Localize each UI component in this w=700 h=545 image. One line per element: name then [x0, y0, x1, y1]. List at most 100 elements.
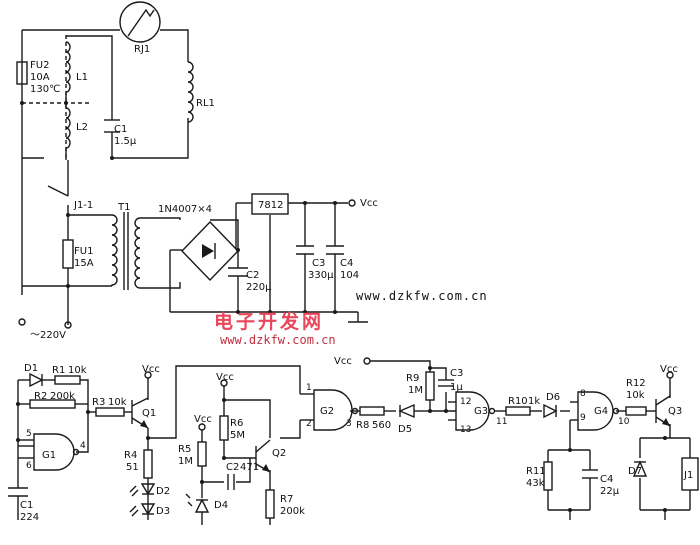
label-c1-bottom: C1 — [20, 500, 33, 511]
label-pin4: 4 — [80, 441, 86, 451]
capacitor-c1-top-icon — [104, 119, 120, 133]
label-r1-value: 10k — [68, 365, 87, 376]
label-pin2: 2 — [306, 419, 312, 429]
vcc-q3-terminal-icon — [666, 371, 674, 379]
label-c2-value: 220μ — [246, 282, 272, 293]
label-vcc-q3: Vcc — [660, 364, 678, 375]
vcc-r6-terminal-icon — [220, 379, 228, 387]
label-q3: Q3 — [668, 406, 682, 417]
label-vcc-r5: Vcc — [194, 414, 212, 425]
resistor-r7-icon — [265, 489, 275, 519]
label-rl1: RL1 — [196, 98, 215, 109]
label-vcc-mid: Vcc — [334, 356, 352, 367]
resistor-r8-icon — [359, 406, 385, 416]
fuse-fu2-icon — [16, 61, 28, 85]
label-r4: R4 — [124, 450, 137, 461]
capacitor-c2-bottom-icon — [227, 474, 235, 490]
label-rj1: RJ1 — [134, 44, 150, 55]
watermark: 电子开发网 www.dzkfw.com.cn — [214, 310, 336, 347]
label-fu2: FU2 — [30, 60, 49, 71]
label-vcc-top: Vcc — [360, 198, 378, 209]
label-c4: C4 — [340, 258, 353, 269]
resistor-r10-icon — [505, 406, 531, 416]
nand-gate-g4-icon — [577, 391, 614, 431]
nand-gate-g3-icon — [455, 391, 490, 431]
diode-d1-icon — [29, 372, 44, 388]
label-c1-top: C1 — [114, 124, 127, 135]
label-r7-value: 200k — [280, 506, 305, 517]
label-bridge: 1N4007×4 — [158, 204, 212, 215]
label-r10: R10 — [508, 396, 528, 407]
label-g4: G4 — [594, 406, 608, 417]
label-r12-value: 10k — [626, 390, 645, 401]
label-c3-bottom-value: 1μ — [450, 382, 463, 393]
vcc-q1-terminal-icon — [144, 371, 152, 379]
label-vcc-q1: Vcc — [142, 364, 160, 375]
label-c3-bottom: C3 — [450, 368, 463, 379]
label-c4-value: 104 — [340, 270, 359, 281]
label-pin8: 8 — [580, 389, 586, 399]
label-pin11: 11 — [496, 417, 507, 427]
label-r8: R8 — [356, 420, 369, 431]
label-vcc-r6: Vcc — [216, 372, 234, 383]
label-fu1: FU1 — [74, 246, 93, 257]
label-d6: D6 — [546, 392, 560, 403]
label-g3: G3 — [474, 406, 488, 417]
label-c2-bottom: C2 — [226, 462, 239, 473]
coil-rl1-icon — [187, 61, 194, 123]
capacitor-c4-icon — [326, 245, 344, 255]
label-r3: R3 — [92, 397, 105, 408]
label-d2: D2 — [156, 486, 170, 497]
label-r11-value: 43k — [526, 478, 545, 489]
coil-l1-l2-icon — [65, 41, 71, 160]
regulator-7812-icon — [251, 193, 289, 215]
label-d5: D5 — [398, 424, 412, 435]
diode-d5-icon — [398, 403, 415, 419]
resistor-r12-icon — [625, 406, 647, 416]
label-r7: R7 — [280, 494, 293, 505]
resistor-r1-icon — [54, 375, 81, 385]
label-c4-bottom-value: 22μ — [600, 486, 620, 497]
label-l2: L2 — [76, 122, 88, 133]
component-labels: RJ1 RL1 FU2 10A 130℃ L1 L2 C1 1.5μ J1-1 … — [20, 44, 693, 523]
top-wiring — [21, 29, 368, 325]
label-c1-top-value: 1.5μ — [114, 136, 137, 147]
capacitor-c3-icon — [296, 245, 314, 255]
label-t1: T1 — [117, 202, 130, 213]
label-r2-value: 200k — [50, 391, 75, 402]
led-d3-icon — [129, 503, 156, 517]
label-pin12: 12 — [460, 397, 471, 407]
label-pin9: 9 — [580, 413, 586, 423]
label-r5: R5 — [178, 444, 191, 455]
label-r8-value: 560 — [372, 420, 391, 431]
label-q1: Q1 — [142, 408, 156, 419]
label-r6: R6 — [230, 418, 243, 429]
thermistor-rj1-icon — [119, 1, 161, 43]
led-d2-icon — [129, 483, 156, 497]
label-r9: R9 — [406, 373, 419, 384]
label-r9-value: 1M — [408, 385, 423, 396]
label-pin6: 6 — [26, 461, 32, 471]
label-pin3: 3 — [346, 419, 352, 429]
resistor-r2-icon — [29, 399, 76, 409]
diode-d6-icon — [543, 403, 558, 419]
label-fu2-rating2: 130℃ — [30, 84, 60, 95]
relay-j1-icon — [681, 457, 699, 491]
watermark-url: www.dzkfw.com.cn — [220, 333, 336, 347]
label-q2: Q2 — [272, 448, 286, 459]
label-l1: L1 — [76, 72, 88, 83]
transformer-t1-icon — [111, 212, 141, 290]
label-fu1-rating: 15A — [74, 258, 94, 269]
fuse-fu1-icon — [62, 239, 74, 269]
diode-d4-icon — [185, 493, 210, 513]
label-j1: J1 — [683, 470, 693, 481]
site-url: www.dzkfw.com.cn — [356, 289, 488, 303]
label-r3-value: 10k — [108, 397, 127, 408]
junction-dots-top — [20, 101, 337, 314]
label-r6-value: 5M — [230, 430, 245, 441]
label-r11: R11 — [526, 466, 546, 477]
mains-terminal-right-icon — [64, 321, 72, 329]
transistor-q1-icon — [131, 397, 149, 429]
resistor-r3-icon — [95, 407, 125, 417]
